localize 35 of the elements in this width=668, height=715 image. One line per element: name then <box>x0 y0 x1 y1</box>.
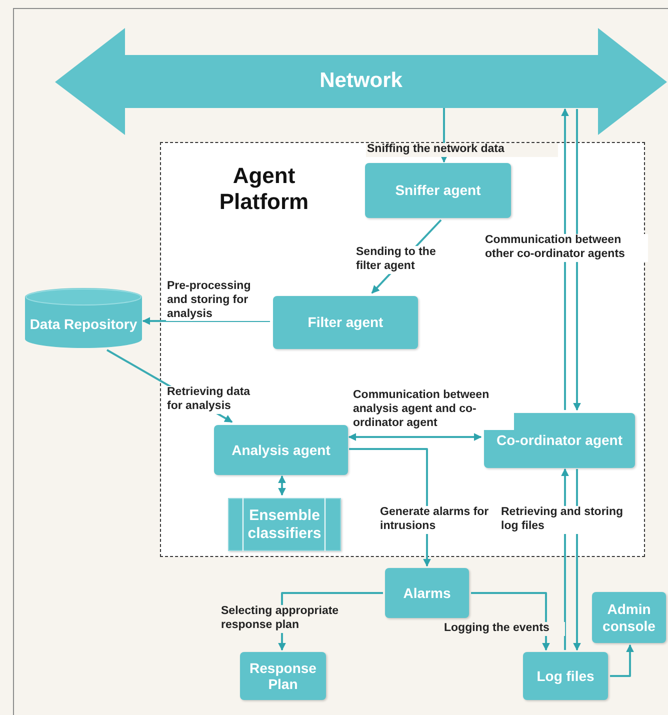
process-box <box>484 413 635 468</box>
node-label: Response Plan <box>248 660 318 692</box>
node-label: Alarms <box>403 584 451 602</box>
predefined-process-box <box>228 498 341 551</box>
node-label: Network <box>320 69 402 94</box>
process-box <box>592 592 666 643</box>
process-box <box>240 652 326 700</box>
node-label: Admin console <box>602 601 656 634</box>
node-label: Ensemble classifiers <box>246 507 322 542</box>
arrow <box>573 109 581 411</box>
node-label: Data Repository <box>30 316 138 332</box>
arrow <box>278 475 286 496</box>
process-box <box>385 568 469 618</box>
arrow <box>471 592 550 651</box>
node-label: Sniffer agent <box>395 182 481 199</box>
edge-label: Communication between other co-ordinator agents <box>484 234 648 262</box>
platform-title: Agent Platform <box>218 163 310 216</box>
node-label: Filter agent <box>308 314 384 331</box>
edge-label: Communication between analysis agent and co-ordinator agent <box>352 389 514 430</box>
arrow <box>610 644 634 677</box>
arrow <box>561 108 569 410</box>
process-box <box>365 163 511 218</box>
edge-label: Pre-processing and storing for analysis <box>166 280 273 322</box>
edge-label: Logging the events <box>443 622 565 636</box>
node-label: Log files <box>536 668 594 684</box>
database-cylinder <box>25 288 142 348</box>
process-box <box>523 652 608 700</box>
network-arrow-band <box>55 28 667 135</box>
arrow <box>142 317 270 325</box>
arrow <box>348 433 482 441</box>
edge-label: Sniffing the network data <box>366 143 558 157</box>
node-label: Analysis agent <box>232 442 330 458</box>
process-box <box>214 425 348 475</box>
node-label: Co-ordinator agent <box>496 432 622 449</box>
process-box <box>273 296 418 349</box>
